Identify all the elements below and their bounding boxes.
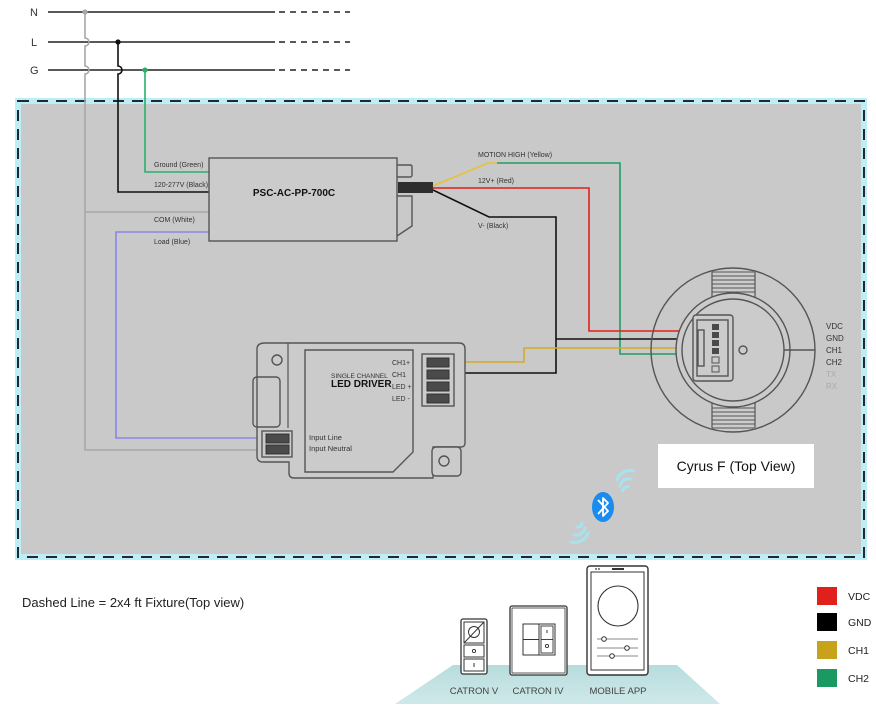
- psc-model-label: PSC-AC-PP-700C: [253, 188, 335, 199]
- legend-label-ch1: CH1: [848, 645, 869, 657]
- ground-junction-dot: [142, 67, 148, 73]
- mounting-hole-icon: [438, 455, 450, 467]
- terminal-label-ch1: CH1: [392, 372, 406, 379]
- terminal-input-line: [265, 433, 290, 444]
- neutral-junction-dot: [82, 9, 88, 15]
- ground-green-wire: [144, 70, 209, 173]
- led-driver-title: LED DRIVER: [331, 379, 392, 390]
- line-black-wire: [117, 42, 209, 193]
- smartphone-icon: [586, 565, 649, 676]
- sensor-label: Cyrus F (Top View): [677, 458, 796, 474]
- vdc-red-wire: [433, 187, 695, 332]
- wire-color-legend: VDC GND CH1 CH2: [817, 587, 872, 687]
- sensor-pin-ch1: [712, 340, 719, 346]
- legend-swatch-ch1: [817, 641, 837, 659]
- controls-group: CATRON V CATRON IV: [395, 565, 720, 704]
- signal-waves-icon: [569, 521, 590, 544]
- psc-lower-tab: [396, 195, 413, 237]
- fixture-note: Dashed Line = 2x4 ft Fixture(Top view): [22, 595, 244, 610]
- supply-wires: [82, 9, 264, 451]
- terminal-led-minus: [426, 393, 450, 404]
- pin-label-vdc: VDC: [826, 322, 843, 331]
- terminal-input-neutral: [265, 444, 290, 455]
- power-lines: N L G: [30, 7, 350, 77]
- neutral-label: N: [30, 7, 38, 19]
- mounting-hole-icon: [271, 354, 283, 366]
- pin-label-rx: RX: [826, 382, 838, 391]
- low-voltage-wires: [432, 162, 695, 374]
- sensor-pin-rx: [711, 365, 720, 373]
- psc-cable-stub: [398, 182, 433, 193]
- ch2-green-wire: [497, 162, 695, 355]
- load-blue-wire: [115, 231, 264, 439]
- ground-label: G: [30, 65, 39, 77]
- mobile-app-label: MOBILE APP: [589, 686, 646, 697]
- vminus-black-wire: [432, 189, 557, 374]
- ground-green-label: Ground (Green): [154, 162, 203, 169]
- legend-swatch-gnd: [817, 613, 837, 631]
- input-line-label: Input Line: [309, 433, 342, 442]
- ch1-yellow-wire: [449, 347, 695, 363]
- line-label: L: [31, 37, 37, 49]
- pin-label-tx: TX: [826, 370, 837, 379]
- catron-v-device: [460, 618, 488, 675]
- sensor-connector-latch: [697, 329, 705, 367]
- line-black-label: 120-277V (Black): [154, 182, 208, 189]
- sensor-label-box: [658, 444, 814, 488]
- led-driver-mount-lobe: [431, 446, 462, 477]
- vminus-black-label: V- (Black): [478, 223, 508, 230]
- legend-swatch-vdc: [817, 587, 837, 605]
- bluetooth-glyph: [597, 497, 609, 517]
- motion-yellow-label: MOTION HIGH (Yellow): [478, 152, 552, 159]
- legend-label-vdc: VDC: [848, 591, 871, 603]
- sensor-pin-tx: [711, 356, 720, 364]
- catron-v-label: CATRON V: [450, 686, 499, 697]
- catron-iv-device: [509, 605, 568, 676]
- sensor-pin-gnd: [712, 332, 719, 338]
- led-driver-subtitle: SINGLE CHANNEL: [331, 373, 388, 380]
- terminal-ch1-plus: [426, 357, 450, 368]
- catron-iv-label: CATRON IV: [512, 686, 564, 697]
- legend-swatch-ch2: [817, 669, 837, 687]
- sensor-pin-ch2: [712, 348, 719, 354]
- sensor-connector-inner: [696, 319, 729, 377]
- load-blue-label: Load (Blue): [154, 239, 190, 246]
- bluetooth-icon: [569, 469, 636, 544]
- pin-label-ch2: CH2: [826, 358, 843, 367]
- sensor-led-icon: [738, 345, 748, 355]
- terminal-led-plus: [426, 381, 450, 392]
- terminal-label-led-plus: LED +: [392, 384, 412, 391]
- cyrus-sensor: VDC GND CH1 CH2 TX RX Cyrus F (Top View): [650, 267, 844, 488]
- pin-label-ch1: CH1: [826, 346, 843, 355]
- motion-yellow-wire: [432, 162, 497, 187]
- led-driver-label-panel: [304, 349, 414, 473]
- fixture-dashed-border: [17, 100, 865, 558]
- input-neutral-label: Input Neutral: [309, 444, 352, 453]
- legend-label-ch2: CH2: [848, 673, 869, 685]
- signal-waves-icon: [615, 469, 636, 493]
- psc-upper-tab: [397, 164, 413, 178]
- terminal-label-led-minus: LED -: [392, 396, 411, 403]
- psc-body: [208, 157, 398, 242]
- psc-power-pack: PSC-AC-PP-700C Ground (Green) 120-277V (…: [154, 152, 552, 246]
- terminal-ch1: [426, 369, 450, 380]
- led-driver: SINGLE CHANNEL LED DRIVER CH1+ CH1 LED +…: [252, 342, 466, 479]
- vplus-red-label: 12V+ (Red): [478, 178, 514, 185]
- neutral-wire: [84, 12, 264, 451]
- com-white-label: COM (White): [154, 217, 195, 224]
- sensor-pin-vdc: [712, 324, 719, 330]
- input-terminal-block: [261, 430, 293, 458]
- mobile-app-device: [586, 565, 649, 676]
- line-junction-dot: [115, 39, 121, 45]
- led-driver-side-tab: [252, 376, 281, 428]
- legend-label-gnd: GND: [848, 617, 872, 629]
- output-terminal-block: [421, 353, 455, 407]
- terminal-label-ch1-plus: CH1+: [392, 360, 410, 367]
- pin-label-gnd: GND: [826, 334, 844, 343]
